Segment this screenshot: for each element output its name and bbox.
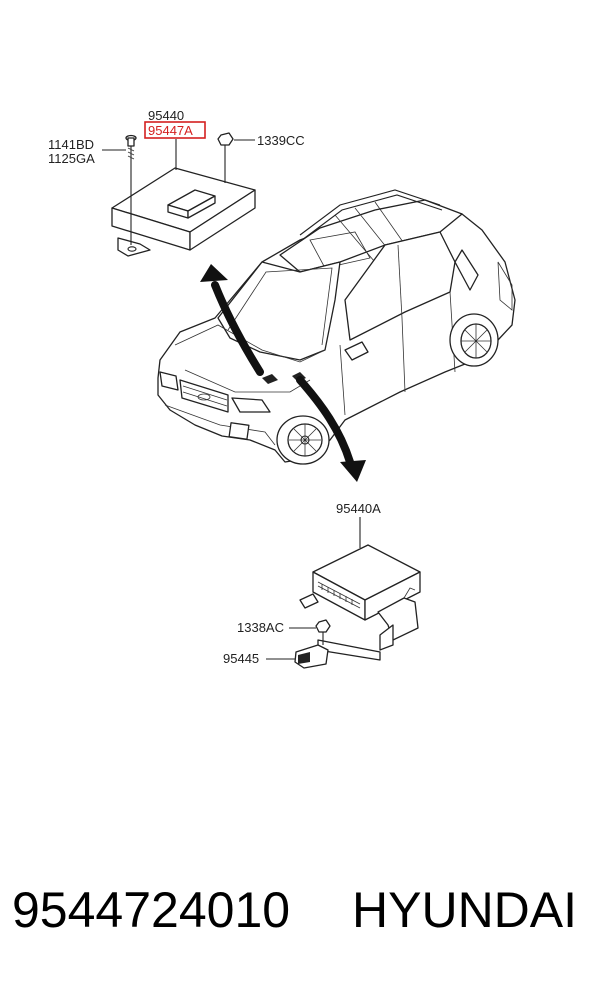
bolt-1141bd [125, 134, 137, 245]
part-number: 9544724010 [12, 882, 290, 938]
upper-control-module [111, 167, 256, 257]
nut-1339cc [217, 132, 234, 183]
label-95440: 95440 [148, 108, 184, 123]
lower-control-module [299, 544, 421, 661]
brand-name: HYUNDAI [352, 882, 577, 938]
label-95445: 95445 [223, 651, 259, 666]
label-95440a: 95440A [336, 501, 381, 516]
arrow-up-to-upper-module [200, 264, 264, 376]
vehicle-illustration [157, 189, 516, 465]
label-95447a: 95447A [148, 123, 193, 138]
label-1141bd: 1141BD [48, 137, 94, 152]
connector-95445 [294, 644, 329, 669]
highlight-box [144, 121, 206, 139]
arrow-down-to-lower-module [296, 376, 366, 482]
nut-1338ac [315, 619, 331, 645]
label-1339cc: 1339CC [257, 133, 305, 148]
label-1338ac: 1338AC [237, 620, 284, 635]
label-1125ga: 1125GA [48, 151, 95, 166]
